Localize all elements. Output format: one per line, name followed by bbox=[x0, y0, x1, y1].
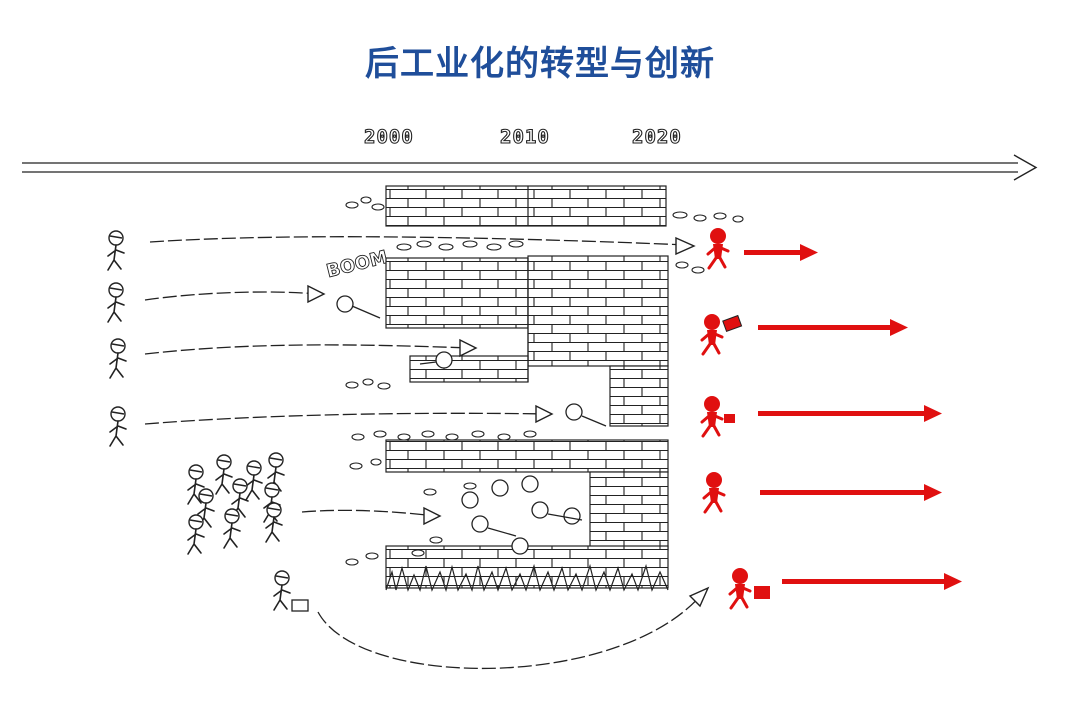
runners-left bbox=[107, 230, 127, 447]
brick-wall bbox=[385, 185, 669, 589]
year-label-2010: 2010 bbox=[499, 125, 550, 148]
fallen-runners bbox=[336, 295, 607, 555]
runner-crowd bbox=[187, 452, 285, 555]
year-label-2020: 2020 bbox=[631, 125, 682, 148]
timeline-axis bbox=[22, 154, 1038, 181]
red-arrows bbox=[744, 244, 962, 590]
page-title: 后工业化的转型与创新 bbox=[365, 44, 715, 84]
year-label-2000: 2000 bbox=[363, 125, 414, 148]
red-runners bbox=[700, 226, 770, 610]
grass bbox=[385, 563, 669, 593]
runner-detour bbox=[273, 570, 309, 612]
motion-path-arrowheads bbox=[307, 236, 710, 608]
rubble bbox=[345, 196, 744, 566]
